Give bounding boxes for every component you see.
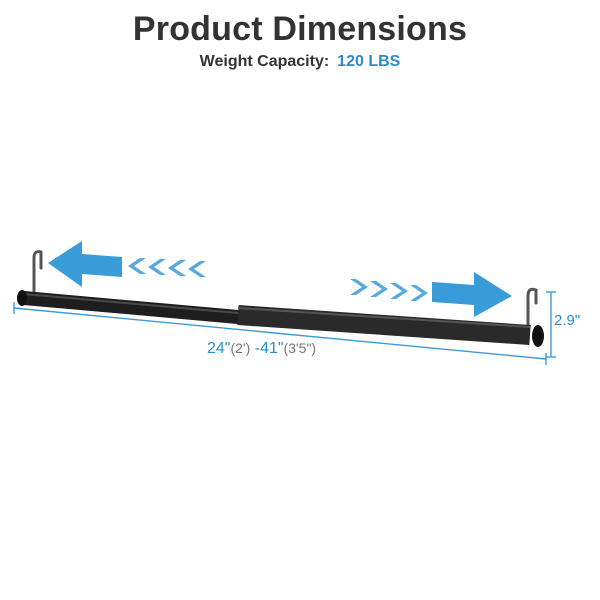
extend-left-arrow-icon bbox=[48, 241, 122, 287]
length-label: 24"(2') -41"(3'5") bbox=[207, 340, 316, 358]
length-max-alt: (3'5") bbox=[283, 340, 317, 356]
chevrons-icon bbox=[128, 258, 206, 277]
weight-capacity-value: 120 LBS bbox=[337, 53, 401, 70]
length-min-alt: (2') bbox=[230, 340, 251, 356]
height-label: 2.9" bbox=[554, 312, 581, 329]
weight-capacity: Weight Capacity: 120 LBS bbox=[0, 53, 600, 71]
height-dimension-line bbox=[546, 291, 556, 358]
length-max: 41" bbox=[260, 340, 284, 357]
weight-capacity-label: Weight Capacity: bbox=[199, 53, 330, 70]
hook-icon bbox=[526, 287, 538, 332]
chevrons-icon bbox=[350, 279, 428, 301]
tension-rod bbox=[17, 290, 544, 347]
length-dimension-line bbox=[13, 302, 547, 365]
page-title: Product Dimensions bbox=[132, 10, 468, 48]
length-separator: - bbox=[254, 340, 261, 357]
extend-right-arrow-icon bbox=[432, 272, 512, 317]
hook-icon bbox=[32, 250, 43, 295]
length-min: 24" bbox=[207, 340, 231, 357]
